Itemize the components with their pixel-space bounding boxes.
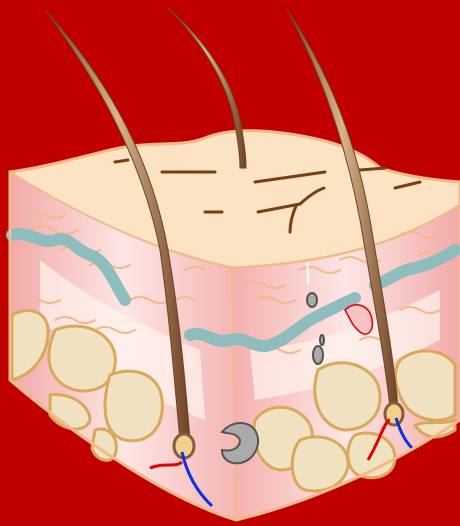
fat-cell xyxy=(315,363,380,430)
fat-cell xyxy=(292,437,348,491)
fat-cell xyxy=(49,326,115,391)
fat-cell xyxy=(105,371,162,441)
sweat-duct xyxy=(307,262,308,284)
